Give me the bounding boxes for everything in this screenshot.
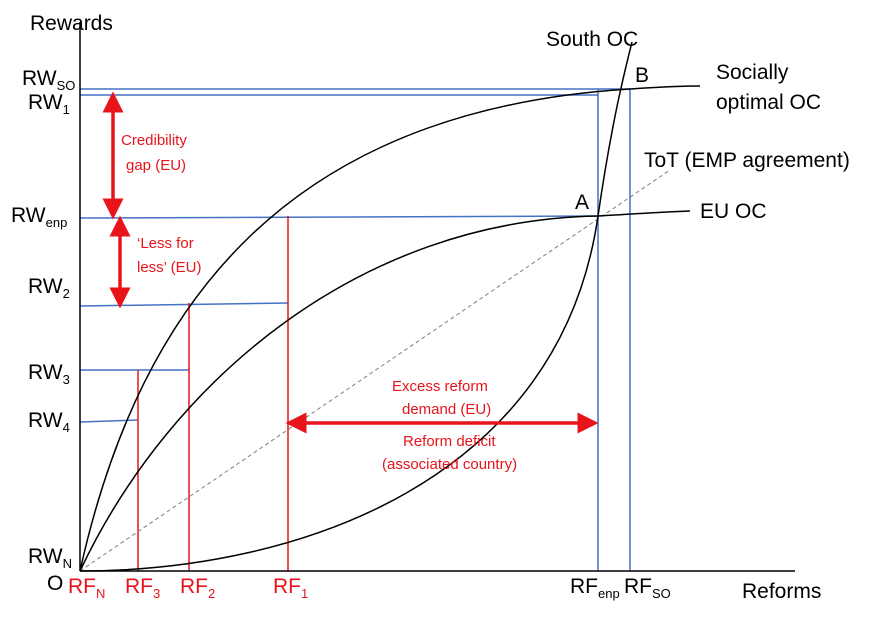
less-for-less-label-2: less’ (EU): [137, 259, 201, 276]
x-tick-rf-3: RF3: [125, 575, 160, 601]
y-tick-rw-2: RW2: [28, 275, 70, 301]
tot-label: ToT (EMP agreement): [644, 149, 850, 172]
guide-rw-4: [79, 419, 139, 423]
reform-deficit-label-2: (associated country): [382, 456, 517, 473]
point-a-label: A: [575, 191, 589, 214]
x-tick-rf-2: RF2: [180, 575, 215, 601]
y-tick-rw-n: RWN: [28, 545, 72, 571]
point-b-label: B: [635, 64, 649, 87]
y-tick-rw-so: RWSO: [22, 67, 75, 93]
credibility-gap-label-2: gap (EU): [126, 157, 186, 174]
socially-optimal-label-2: optimal OC: [716, 91, 821, 114]
eu-oc-label: EU OC: [700, 200, 767, 223]
x-axis-label: Reforms: [742, 580, 821, 603]
y-tick-rw-enp: RWenp: [11, 204, 67, 230]
origin-label: O: [47, 572, 63, 595]
x-tick-rf-n: RFN: [68, 575, 105, 601]
eu-oc-curve: [79, 210, 691, 572]
socially-optimal-label-1: Socially: [716, 61, 789, 84]
y-tick-rw-4: RW4: [28, 409, 70, 435]
credibility-gap-label-1: Credibility: [121, 132, 187, 149]
y-tick-rw-3: RW3: [28, 361, 70, 387]
socially-optimal-oc-curve: [79, 85, 701, 572]
south-oc-curve: [79, 41, 633, 572]
y-tick-rw-1: RW1: [28, 91, 70, 117]
x-tick-rf-enp: RFenp: [570, 575, 620, 601]
y-axis-label: Rewards: [30, 12, 113, 35]
south-oc-label: South OC: [546, 28, 638, 51]
guide-rw-2: [79, 302, 289, 307]
excess-reform-label-1: Excess reform: [392, 378, 488, 395]
x-tick-rf-so: RFSO: [624, 575, 671, 601]
x-tick-rf-1: RF1: [273, 575, 308, 601]
less-for-less-label-1: ‘Less for: [137, 235, 194, 252]
excess-reform-label-2: demand (EU): [402, 401, 491, 418]
guide-rw-enp: [79, 215, 599, 219]
reform-deficit-label-1: Reform deficit: [403, 433, 496, 450]
